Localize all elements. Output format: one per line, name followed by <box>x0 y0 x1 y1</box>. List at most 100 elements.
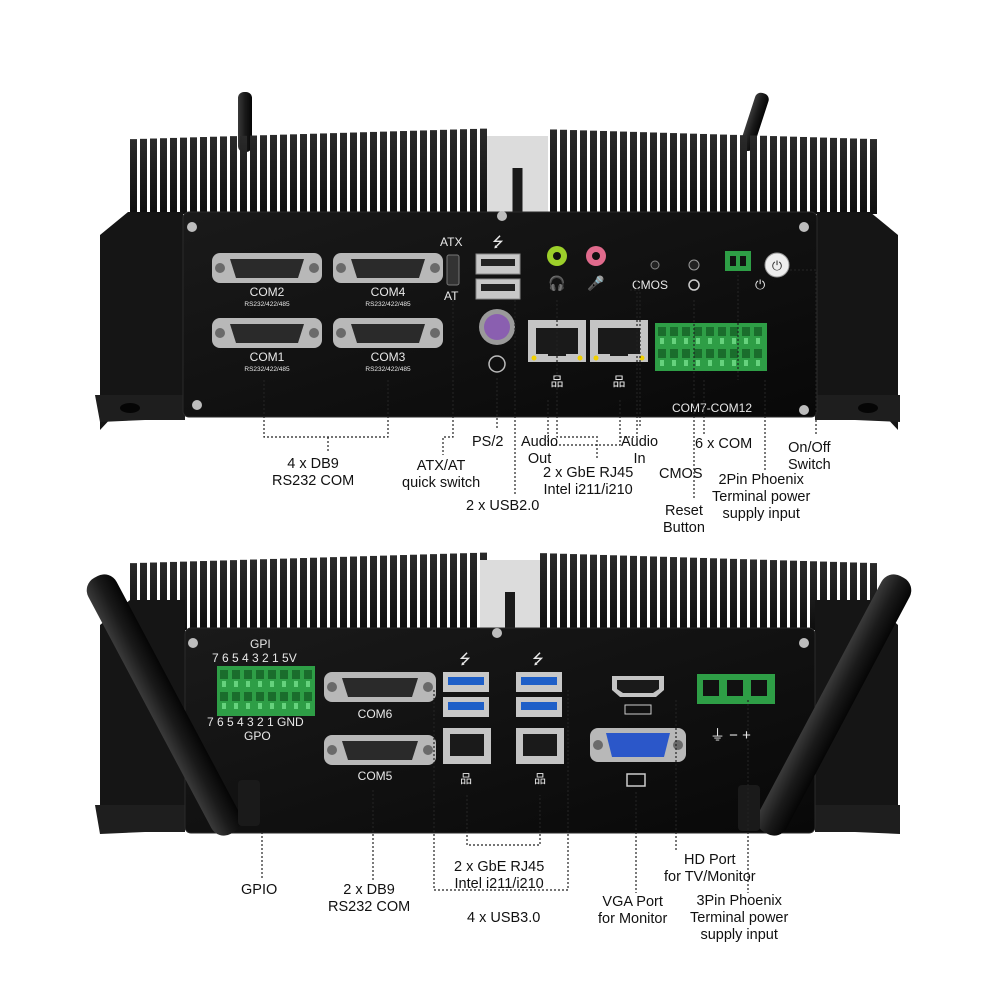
fin <box>200 561 207 630</box>
terminal-latch <box>672 360 676 366</box>
phoenix-2pin-connector[interactable] <box>725 251 751 271</box>
reset-button[interactable] <box>688 259 700 271</box>
usb3-port-3[interactable] <box>516 672 562 692</box>
fin <box>350 556 357 630</box>
com7-com12-terminal[interactable] <box>655 323 767 371</box>
terminal-latch <box>660 360 664 366</box>
fin <box>760 559 767 630</box>
fin <box>160 138 167 214</box>
terminal-pin <box>292 670 300 679</box>
terminal-pin <box>754 349 762 358</box>
network-icon: 品 <box>612 374 625 389</box>
com5-label: COM5 <box>358 769 393 783</box>
fin <box>370 131 377 214</box>
fin <box>140 562 147 630</box>
mount-hole <box>120 403 140 413</box>
terminal-pin <box>232 692 240 701</box>
screw <box>187 222 197 232</box>
db9-port-com5[interactable] <box>324 735 436 765</box>
terminal-latch <box>744 338 748 344</box>
db9-port-com2[interactable] <box>212 253 322 283</box>
fin <box>860 138 867 214</box>
db9-port-com6[interactable] <box>324 672 436 702</box>
cmos-button[interactable] <box>650 260 660 270</box>
fin <box>630 555 637 630</box>
fin <box>290 134 297 214</box>
power-button[interactable] <box>764 252 790 278</box>
screw <box>192 400 202 410</box>
reset-icon <box>688 279 700 291</box>
fin <box>630 131 637 214</box>
screw <box>188 638 198 648</box>
usb-icon: ⭍ <box>492 234 504 250</box>
fin <box>340 132 347 214</box>
network-icon: 品 <box>460 772 472 786</box>
terminal-pin <box>304 670 312 679</box>
fin <box>320 133 327 214</box>
fin <box>390 131 397 214</box>
fin <box>610 555 617 630</box>
terminal-latch <box>306 703 310 709</box>
db9-port-com4[interactable] <box>333 253 443 283</box>
usb-icon: ⭍ <box>459 651 471 667</box>
gpo-pin-labels: 7 6 5 4 3 2 1 GND <box>207 715 304 729</box>
usb3-port-2[interactable] <box>443 697 489 717</box>
atx-at-switch[interactable] <box>446 254 460 286</box>
db9-port-com1[interactable] <box>212 318 322 348</box>
heatsink-side-left <box>100 212 183 430</box>
mount-foot-right <box>815 395 900 422</box>
terminal-pin <box>268 670 276 679</box>
vga-port[interactable] <box>590 728 686 762</box>
usb3-port-1[interactable] <box>443 672 489 692</box>
fin <box>350 132 357 214</box>
terminal-latch <box>696 338 700 344</box>
fin <box>180 561 187 630</box>
screw <box>799 405 809 415</box>
fin <box>310 133 317 214</box>
fin <box>180 137 187 214</box>
fin <box>580 130 587 214</box>
rj45-port-2[interactable] <box>590 320 648 362</box>
fin <box>270 134 277 214</box>
fin <box>670 133 677 214</box>
terminal-pin <box>244 670 252 679</box>
fin <box>460 553 467 630</box>
gpi-label: GPI <box>250 637 271 651</box>
fin <box>620 131 627 214</box>
terminal-latch <box>246 703 250 709</box>
fin <box>310 557 317 630</box>
fin <box>780 560 787 630</box>
gpio-terminal[interactable] <box>217 666 315 716</box>
db9-port-com3[interactable] <box>333 318 443 348</box>
mount-hole <box>858 403 878 413</box>
phoenix-3pin-connector[interactable] <box>697 674 775 704</box>
fin <box>300 134 307 214</box>
rj45-port-3[interactable] <box>443 728 491 764</box>
rj45-port-4[interactable] <box>516 728 564 764</box>
fin <box>170 137 177 214</box>
terminal-pin <box>244 692 252 701</box>
fin <box>390 555 397 630</box>
fin <box>470 552 477 630</box>
fin <box>590 554 597 630</box>
terminal-pin <box>220 670 228 679</box>
hdmi-port[interactable] <box>612 676 664 697</box>
fin <box>440 553 447 630</box>
terminal-latch <box>732 338 736 344</box>
headphone-icon: 🎧 <box>548 275 565 292</box>
fin <box>680 133 687 214</box>
fin <box>240 135 247 214</box>
com1-spec: RS232/422/485 <box>244 366 290 373</box>
fin <box>230 136 237 214</box>
usb3-port-4[interactable] <box>516 697 562 717</box>
center-rail <box>505 592 515 630</box>
fin <box>730 558 737 630</box>
fin <box>450 553 457 630</box>
fin <box>640 556 647 630</box>
network-icon: 品 <box>534 772 546 786</box>
